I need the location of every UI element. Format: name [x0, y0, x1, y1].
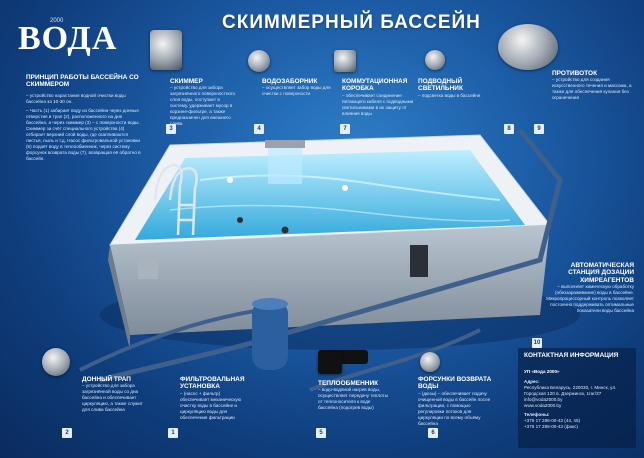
- component-text: – осуществляет забор воды для очистки с …: [262, 85, 331, 97]
- logo-year: 2000: [50, 18, 64, 24]
- component-heading: ФОРСУНКИ ВОЗВРАТА ВОДЫ: [418, 376, 492, 391]
- contact-phones-label: Телефоны:: [524, 412, 550, 418]
- component-text: – подсветка воды в бассейне: [418, 92, 481, 98]
- page-title: СКИММЕРНЫЙ БАССЕЙН: [222, 12, 481, 33]
- component-bottom-drain: ДОННЫЙ ТРАП – устройство для забора загр…: [82, 376, 146, 413]
- component-text: – устройство для забора загрязнённого по…: [170, 85, 236, 127]
- component-number: 2: [62, 428, 72, 438]
- component-heading: ТЕПЛООБМЕННИК: [318, 380, 379, 387]
- component-number: 3: [166, 124, 176, 134]
- component-text: – водо-водяной нагрев воды, осуществляет…: [318, 387, 388, 411]
- principle-paragraph-1: – устройство нарастания водной очистки в…: [26, 92, 126, 104]
- component-text: – выполняет химическую обработку (обезза…: [546, 284, 634, 314]
- contact-address: Республика Беларусь, 220030, г. Минск, у…: [524, 385, 617, 403]
- component-number: 10: [532, 338, 542, 348]
- junction-box-icon: [334, 50, 356, 72]
- component-text: – устройство для забора загрязнённой вод…: [82, 383, 143, 413]
- contact-panel: КОНТАКТНАЯ ИНФОРМАЦИЯ УП «Вода 2000» Адр…: [518, 348, 636, 448]
- component-number: 8: [504, 124, 514, 134]
- principle-paragraph-2: – Часть (1) забирает воду из бассейна че…: [26, 107, 141, 161]
- component-heat-exchanger: ТЕПЛООБМЕННИК – водо-водяной нагрев воды…: [318, 380, 388, 411]
- ladder-icon: [153, 163, 198, 236]
- component-counterflow: ПРОТИВОТОК – устройство для создания иск…: [552, 70, 634, 101]
- underwater-light-icon: [425, 50, 445, 70]
- component-dosing-station: АВТОМАТИЧЕСКАЯ СТАНЦИЯ ДОЗАЦИИ ХИМРЕАГЕН…: [538, 262, 634, 314]
- component-text: – (дюзы) – обеспечивает подачу очищенной…: [418, 390, 491, 426]
- component-number: 9: [534, 124, 544, 134]
- component-skimmer: СКИММЕР – устройство для забора загрязнё…: [170, 78, 238, 127]
- contact-phones: +375 17 288-00-43 (44, 45): [524, 418, 581, 424]
- component-heading: ДОННЫЙ ТРАП: [82, 376, 131, 383]
- component-number: 7: [340, 124, 350, 134]
- component-return-nozzles: ФОРСУНКИ ВОЗВРАТА ВОДЫ – (дюзы) – обеспе…: [418, 376, 494, 427]
- component-number: 1: [168, 428, 178, 438]
- heat-exchanger-icon: [318, 352, 342, 374]
- contact-address-label: Адрес:: [524, 379, 540, 385]
- component-heading: КОММУТАЦИОННАЯ КОРОБКА: [342, 78, 408, 93]
- component-heading: ФИЛЬТРОВАЛЬНАЯ УСТАНОВКА: [180, 376, 245, 391]
- component-heading: ПОДВОДНЫЙ СВЕТИЛЬНИК: [418, 78, 463, 93]
- component-junction-box: КОММУТАЦИОННАЯ КОРОБКА – обеспечивает со…: [342, 78, 416, 117]
- contact-phones-fax: +375 17 288-00-43 (факс): [524, 424, 578, 430]
- component-text: – обеспечивает соединение питающего кабе…: [342, 92, 414, 116]
- component-number: 5: [316, 428, 326, 438]
- component-heading: АВТОМАТИЧЕСКАЯ СТАНЦИЯ ДОЗАЦИИ ХИМРЕАГЕН…: [568, 262, 634, 284]
- water-intake-icon: [248, 50, 270, 72]
- skimmer-icon: [150, 30, 182, 70]
- counterflow-icon: [498, 24, 558, 70]
- contact-company: УП «Вода 2000»: [524, 369, 560, 375]
- pool-illustration: [79, 128, 580, 392]
- component-heading: СКИММЕР: [170, 78, 203, 85]
- component-filter-unit: ФИЛЬТРОВАЛЬНАЯ УСТАНОВКА – (насос + филь…: [180, 376, 250, 421]
- company-logo: ВОДА 2000: [18, 18, 118, 64]
- component-heading: ПРОТИВОТОК: [552, 70, 598, 77]
- return-nozzle-icon: [420, 352, 440, 372]
- principle-section: ПРИНЦИП РАБОТЫ БАССЕЙНА СО СКИММЕРОМ – у…: [26, 74, 144, 162]
- component-text: – (насос + фильтр) обеспечивает механиче…: [180, 390, 242, 420]
- contact-heading: КОНТАКТНАЯ ИНФОРМАЦИЯ: [524, 352, 619, 359]
- bottom-drain-icon: [42, 348, 70, 376]
- component-text: – устройство для создания искусственного…: [552, 77, 632, 101]
- component-number: 4: [254, 124, 264, 134]
- contact-web[interactable]: www.voda2000.by: [524, 403, 562, 409]
- component-number: 6: [428, 428, 438, 438]
- logo-text: ВОДА: [18, 20, 118, 57]
- component-heading: ВОДОЗАБОРНИК: [262, 78, 318, 85]
- principle-heading: ПРИНЦИП РАБОТЫ БАССЕЙНА СО СКИММЕРОМ: [26, 74, 139, 89]
- component-underwater-light: ПОДВОДНЫЙ СВЕТИЛЬНИК – подсветка воды в …: [418, 78, 484, 99]
- component-water-intake: ВОДОЗАБОРНИК – осуществляет забор воды д…: [262, 78, 332, 97]
